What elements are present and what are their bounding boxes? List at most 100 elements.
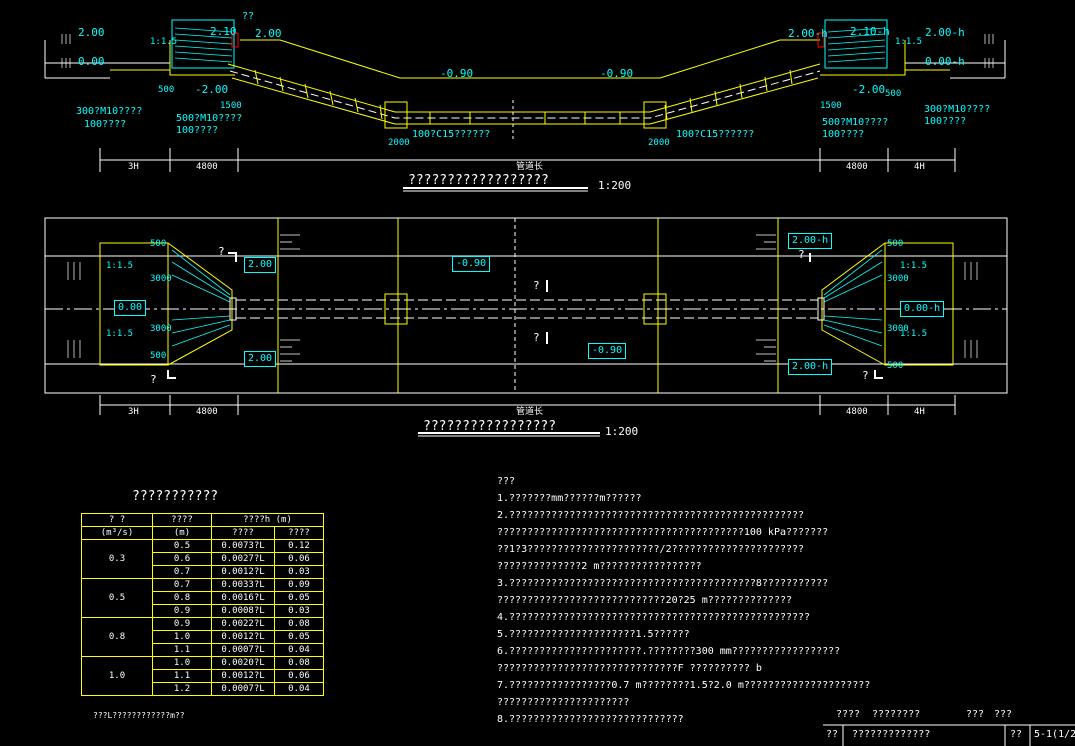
cell-discharge: 0.8 (81, 617, 153, 657)
dim-pipe-length-profile: 管道长 (516, 162, 544, 172)
dim-4h-plan: 4H (914, 407, 925, 417)
cell-diameter: 1.1 (152, 643, 212, 657)
title-block-r2c3: ?? (1010, 729, 1023, 740)
plan-level-0-00h-right: 0.00-h (900, 301, 945, 317)
note-line: ????????????????????????????20?25 m?????… (497, 595, 793, 606)
plan-slope-right-1: 1:1.5 (900, 261, 928, 271)
note-line: ??1?3??????????????????????/2???????????… (497, 544, 805, 555)
dim-2000-left: 2000 (388, 138, 410, 148)
cell-diameter: 1.0 (152, 630, 212, 644)
dim-4800-right-plan: 4800 (846, 407, 868, 417)
plan-level-2-00-bottom-left: 2.00 (244, 351, 277, 367)
note-concrete-right: 100?C15?????? (676, 129, 755, 140)
level-0-00-left: 0.00 (78, 55, 105, 68)
plan-scale: 1:200 (605, 425, 639, 438)
cell-loss: 0.08 (274, 656, 324, 670)
plan-level-neg-0-90-bottom: -0.90 (588, 343, 627, 359)
note-concrete-left: 100?C15?????? (412, 129, 491, 140)
notes-heading: ??? (497, 476, 516, 487)
plan-dim-3000-b: 3000 (150, 324, 172, 334)
note-mortar-right-1: 500?M10???? (822, 117, 889, 128)
note-mortar-right-2: 100???? (822, 129, 865, 140)
cell-loss: 0.04 (274, 643, 324, 657)
note-line: 8.????????????????????????????? (497, 714, 684, 725)
dim-4800-left-profile: 4800 (196, 162, 218, 172)
cell-discharge: 0.3 (81, 539, 153, 579)
slope-label-left: 1:1.5 (150, 37, 178, 47)
cell-loss: 0.05 (274, 630, 324, 644)
level-2-00-left: 2.00 (78, 26, 105, 39)
plan-dim-3000-c: 3000 (887, 274, 909, 284)
level-neg-2-00-right: -2.00 (852, 83, 886, 96)
level-2-00h-right: 2.00-h (925, 26, 965, 39)
plan-dim-500-d: 500 (887, 361, 904, 371)
cell-headloss: 0.0073?L (211, 539, 275, 553)
profile-section (44, 19, 1006, 192)
dim-1500-left: 1500 (220, 101, 242, 111)
cell-diameter: 0.9 (152, 604, 212, 618)
cell-loss: 0.06 (274, 552, 324, 566)
plan-title: ????????????????? (423, 419, 557, 434)
header-sub1: ???? (211, 526, 275, 540)
cell-loss: 0.03 (274, 604, 324, 618)
plan-section-mark-4: ? (533, 331, 540, 344)
title-block-r2c1: ?? (826, 729, 839, 740)
dim-500-right: 500 (885, 89, 902, 99)
header-sub2: ???? (274, 526, 324, 540)
cell-loss: 0.06 (274, 669, 324, 683)
cell-diameter: 1.0 (152, 656, 212, 670)
cell-headloss: 0.0020?L (211, 656, 275, 670)
plan-dim-500-c: 500 (887, 239, 904, 249)
note-line: 4.??????????????????????????????????????… (497, 612, 811, 623)
note-mortar-right-4: 100???? (924, 116, 967, 127)
cell-headloss: 0.0012?L (211, 630, 275, 644)
note-mortar-center-left-2: 100???? (176, 125, 219, 136)
level-neg-2-00-left: -2.00 (195, 83, 229, 96)
cell-headloss: 0.0007?L (211, 682, 275, 696)
plan-dim-500-a: 500 (150, 239, 167, 249)
cell-loss: 0.09 (274, 578, 324, 592)
cell-loss: 0.04 (274, 682, 324, 696)
dim-500-left: 500 (158, 85, 175, 95)
note-line: 2.??????????????????????????????????????… (497, 510, 805, 521)
plan-level-0-00-left: 0.00 (114, 300, 147, 316)
dim-4800-left-plan: 4800 (196, 407, 218, 417)
level-2-10-left: 2.10 (210, 25, 237, 38)
cell-diameter: 0.9 (152, 617, 212, 631)
title-block-r1c2: ???????? (872, 709, 921, 720)
note-line: ????????????????????????????????????????… (497, 527, 829, 538)
level-neg-0-90-b: -0.90 (600, 67, 634, 80)
annotation-mark: ?? (242, 11, 255, 22)
title-block-r1c3: ??? (966, 709, 985, 720)
profile-title: ?????????????????? (408, 173, 549, 188)
note-line: ?????????????????????? (497, 697, 630, 708)
note-mortar-right-3: 300?M10???? (924, 104, 991, 115)
cell-headloss: 0.0008?L (211, 604, 275, 618)
cell-loss: 0.03 (274, 565, 324, 579)
cell-loss: 0.08 (274, 617, 324, 631)
table-title: ??????????? (132, 489, 219, 504)
dim-pipe-length-plan: 管道长 (516, 407, 544, 417)
header-h: ????h (m) (211, 513, 324, 527)
cell-headloss: 0.0033?L (211, 578, 275, 592)
plan-level-2-00h-bottom-right: 2.00-h (788, 359, 833, 375)
dim-2000-right: 2000 (648, 138, 670, 148)
note-line: ??????????????????????????????F ????????… (497, 663, 762, 674)
cell-discharge: 1.0 (81, 656, 153, 696)
note-line: ??????????????2 m????????????????? (497, 561, 702, 572)
note-line: 1.???????mm??????m?????? (497, 493, 642, 504)
cell-diameter: 1.1 (152, 669, 212, 683)
note-line: 5.?????????????????????1.5?????? (497, 629, 690, 640)
cell-discharge: 0.5 (81, 578, 153, 618)
dim-3h-plan: 3H (128, 407, 139, 417)
note-line: 3.??????????????????????????????????????… (497, 578, 829, 589)
cell-diameter: 0.7 (152, 565, 212, 579)
plan-dim-3000-d: 3000 (887, 324, 909, 334)
level-2-00-bank-left: 2.00 (255, 27, 282, 40)
dim-4h-profile: 4H (914, 162, 925, 172)
